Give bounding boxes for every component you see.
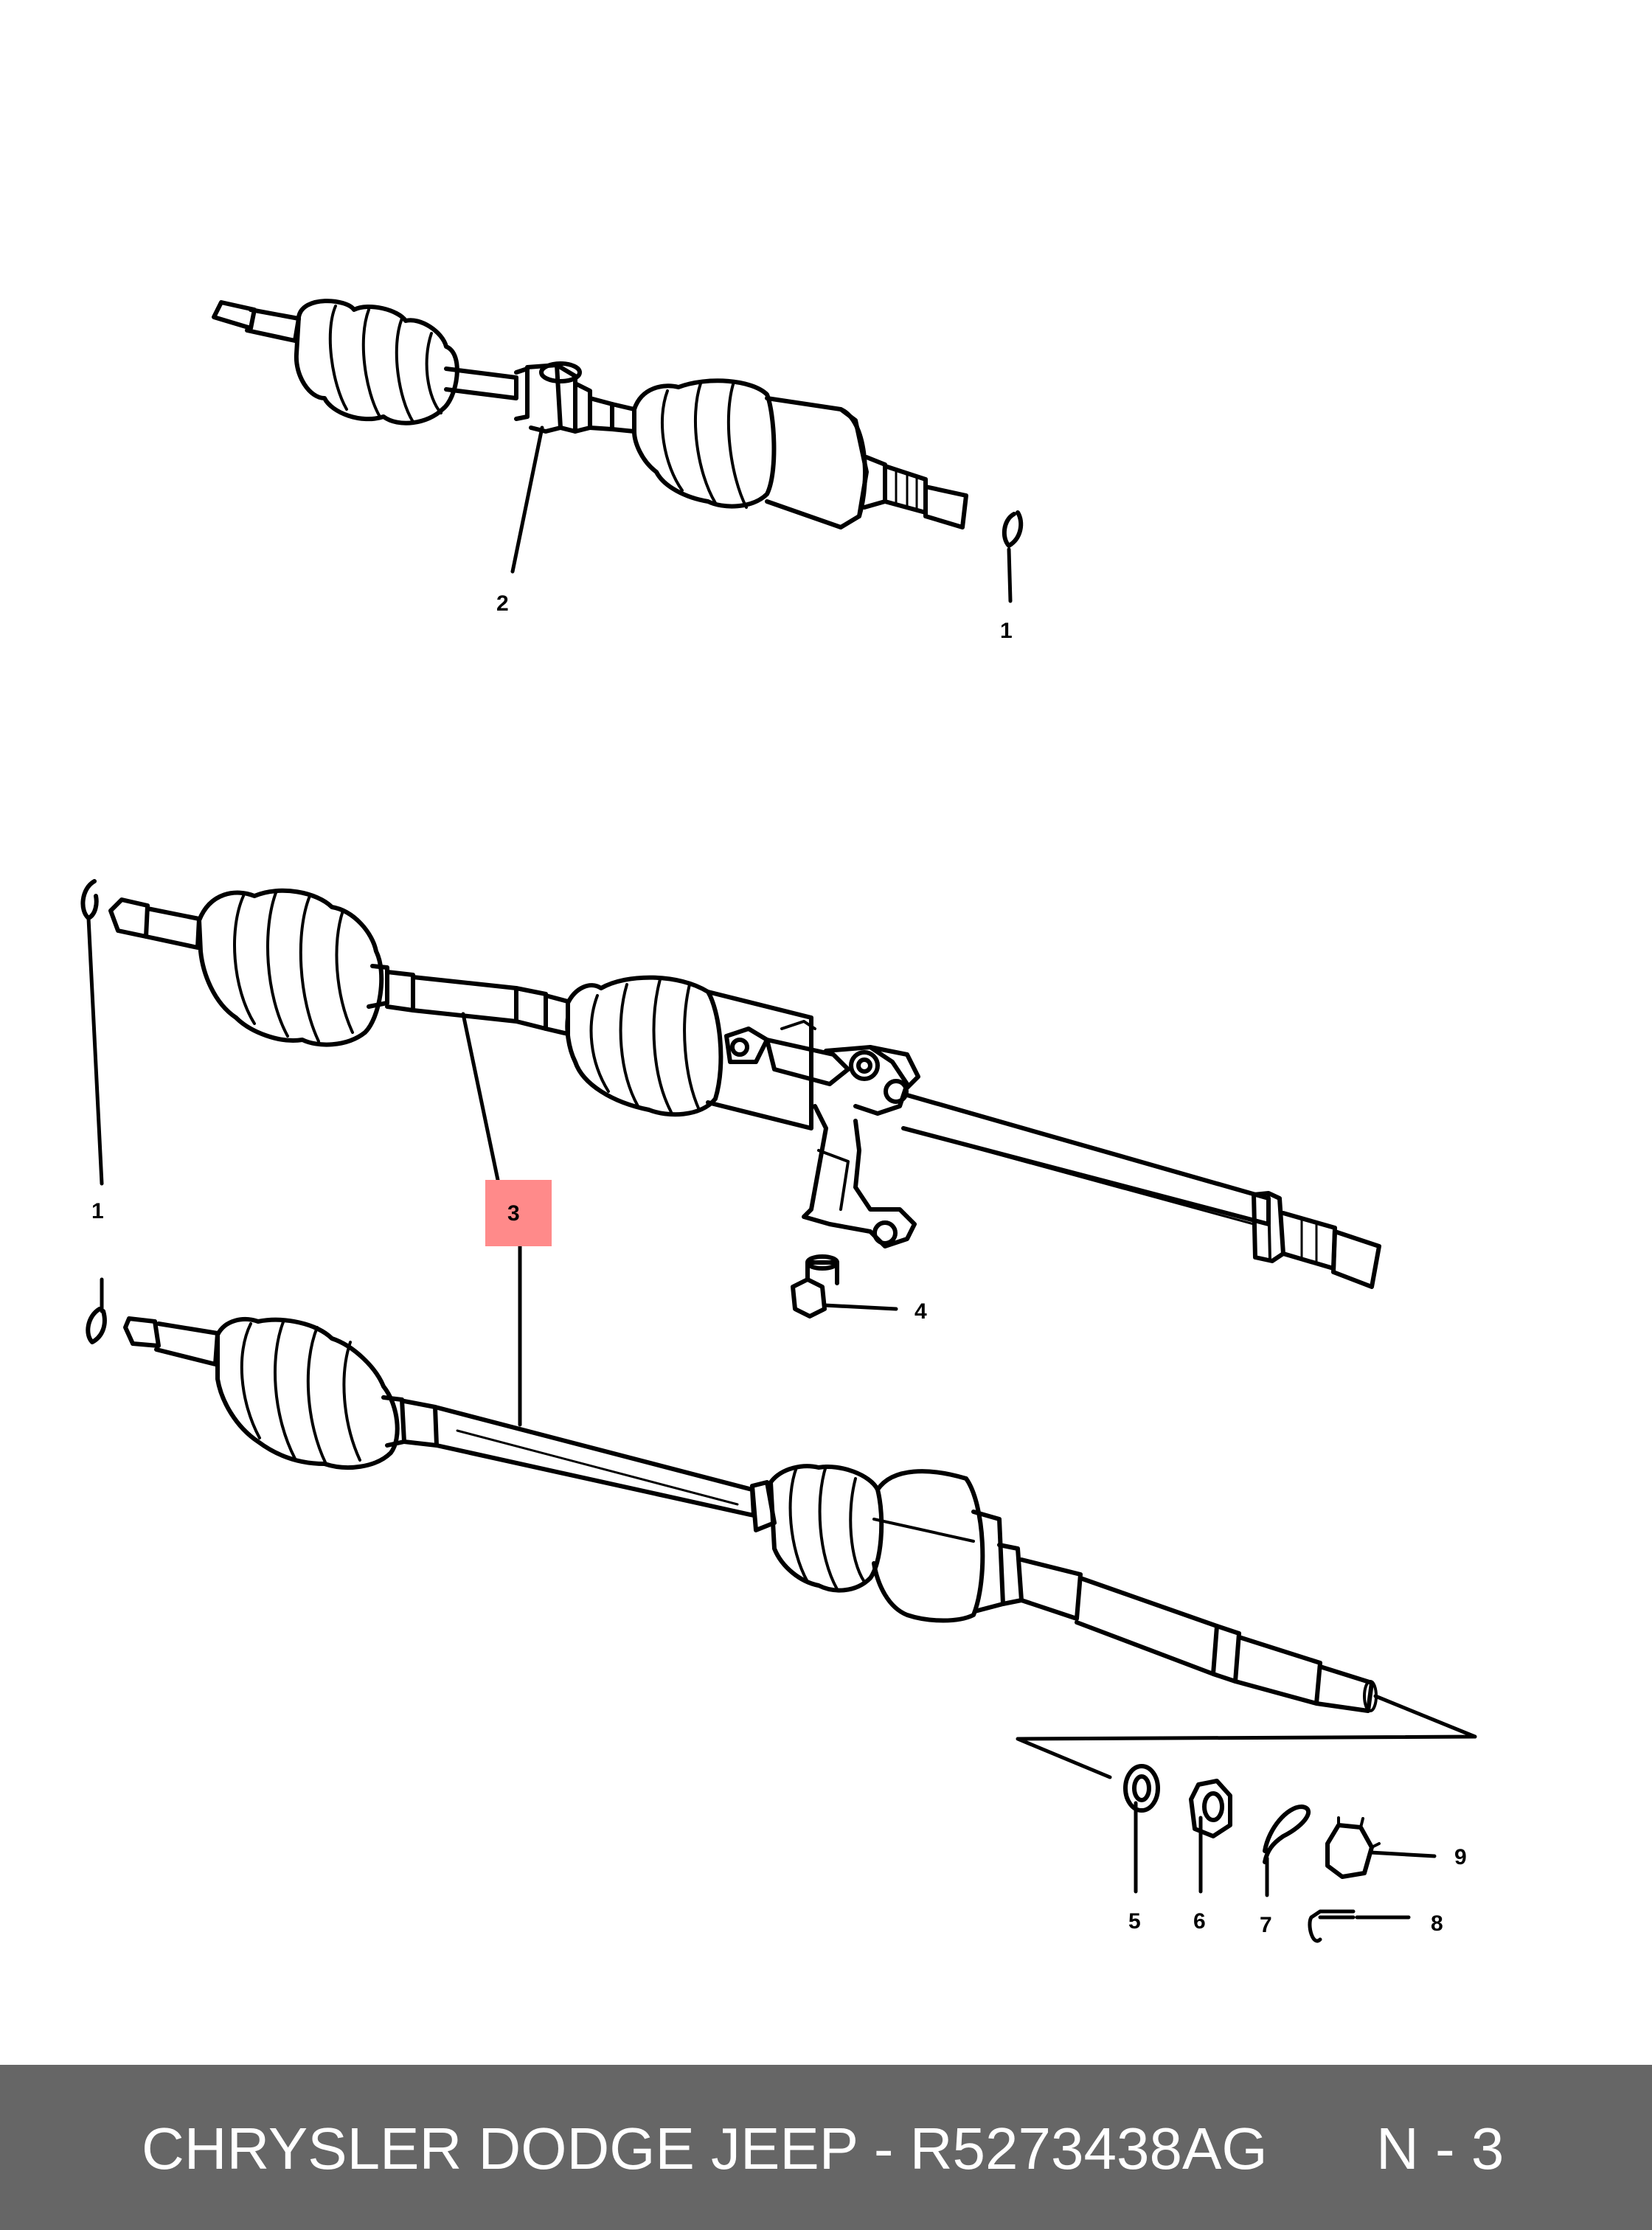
- retainer-icon: [1263, 1805, 1311, 1864]
- middle-drive-shaft: [108, 888, 1381, 1289]
- callout-3: 3: [507, 1201, 520, 1226]
- callout-1-top: 1: [1000, 619, 1013, 643]
- callout-7: 7: [1260, 1913, 1272, 1937]
- callout-5: 5: [1128, 1909, 1141, 1934]
- callout-9: 9: [1454, 1845, 1467, 1869]
- footer-bar: CHRYSLER DODGE JEEP - R5273438AG N - 3: [0, 2065, 1652, 2230]
- castle-nut-icon: [1325, 1816, 1381, 1879]
- washer-icon: [1123, 1764, 1160, 1813]
- parts-diagram: 2 1 1 3 4 5 6 7 8 9: [80, 299, 1477, 1943]
- cotter-pin-icon: [1308, 1909, 1356, 1943]
- callout-2: 2: [496, 591, 509, 616]
- callout-3-highlight: [485, 1180, 552, 1246]
- brand-part-number: CHRYSLER DODGE JEEP - R5273438AG: [142, 2116, 1268, 2181]
- callout-1-left: 1: [91, 1199, 104, 1223]
- nut-icon: [1189, 1779, 1232, 1838]
- callout-4: 4: [914, 1299, 927, 1324]
- page-reference: N - 3: [1376, 2116, 1504, 2181]
- bolt-icon: [791, 1254, 839, 1319]
- leader-lines: [86, 425, 1477, 1920]
- bottom-drive-shaft: [123, 1316, 1378, 1713]
- circlip-top-icon: [1002, 510, 1024, 548]
- circlip-left-lower-icon: [86, 1307, 107, 1344]
- callout-6: 6: [1193, 1909, 1206, 1934]
- callout-8: 8: [1431, 1911, 1443, 1936]
- circlip-left-upper-icon: [80, 879, 99, 920]
- top-drive-shaft: [212, 299, 968, 529]
